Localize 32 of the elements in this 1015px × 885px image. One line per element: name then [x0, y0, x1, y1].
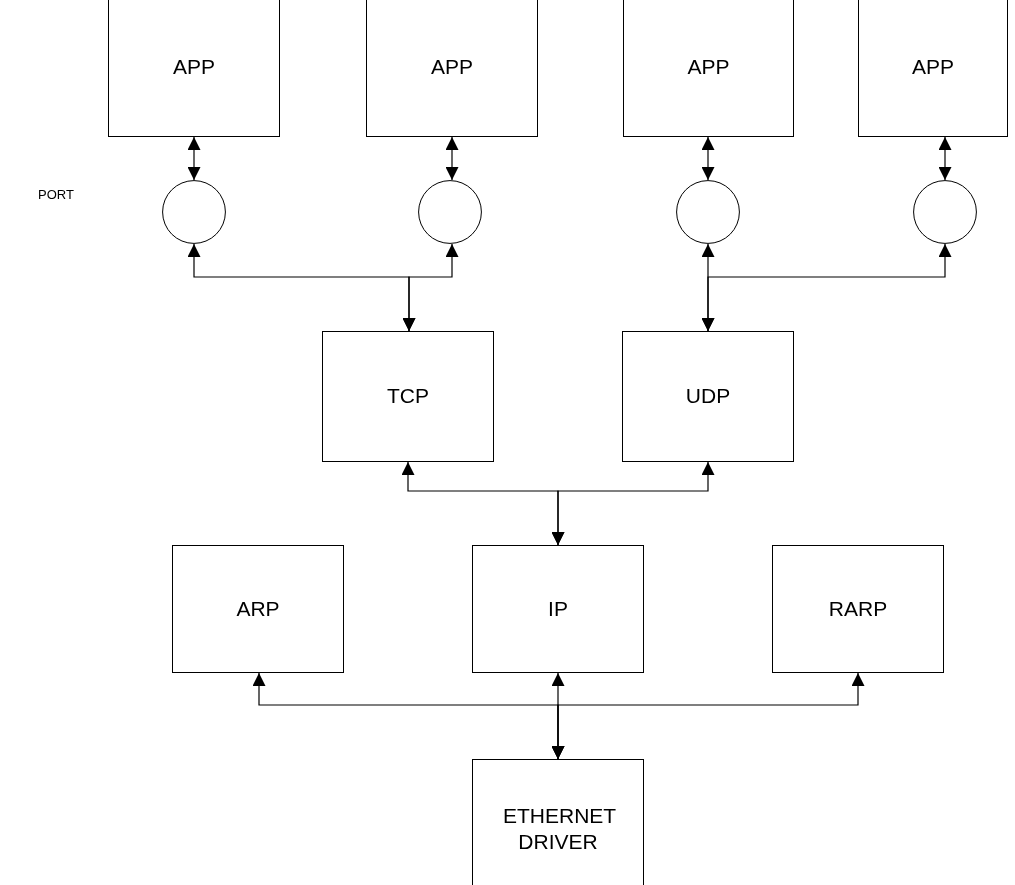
layer-name: UDP	[685, 383, 731, 410]
layer-box	[472, 759, 644, 885]
layer-box	[472, 545, 644, 673]
port-circle	[418, 180, 482, 244]
connector-arrow	[551, 672, 865, 760]
layer-box	[858, 0, 1008, 137]
layer-name: APP	[173, 54, 215, 81]
connector-arrow	[187, 136, 201, 181]
layer-box	[172, 545, 344, 673]
layer-name: RARP	[828, 595, 888, 622]
port-circle	[676, 180, 740, 244]
connector-arrow	[445, 136, 459, 181]
layer-name: APP	[912, 54, 954, 81]
layer-box	[322, 331, 494, 462]
connector-arrow	[701, 136, 715, 181]
layer-box	[366, 0, 538, 137]
port-label: PORT	[38, 187, 74, 202]
layer-box	[622, 331, 794, 462]
layer-name: IP	[548, 595, 568, 622]
layer-box	[772, 545, 944, 673]
connector-arrow	[551, 461, 715, 546]
port-circle	[913, 180, 977, 244]
connector-arrow	[938, 136, 952, 181]
connector-arrow	[701, 243, 952, 332]
layer-box	[108, 0, 280, 137]
connector-arrow	[402, 243, 459, 332]
layer-name: TCP	[387, 383, 429, 410]
layer-name: APP	[687, 54, 730, 81]
layer-name: ARP	[236, 595, 280, 622]
port-circle	[162, 180, 226, 244]
layer-name: APP	[431, 54, 473, 81]
layer-box	[623, 0, 794, 137]
